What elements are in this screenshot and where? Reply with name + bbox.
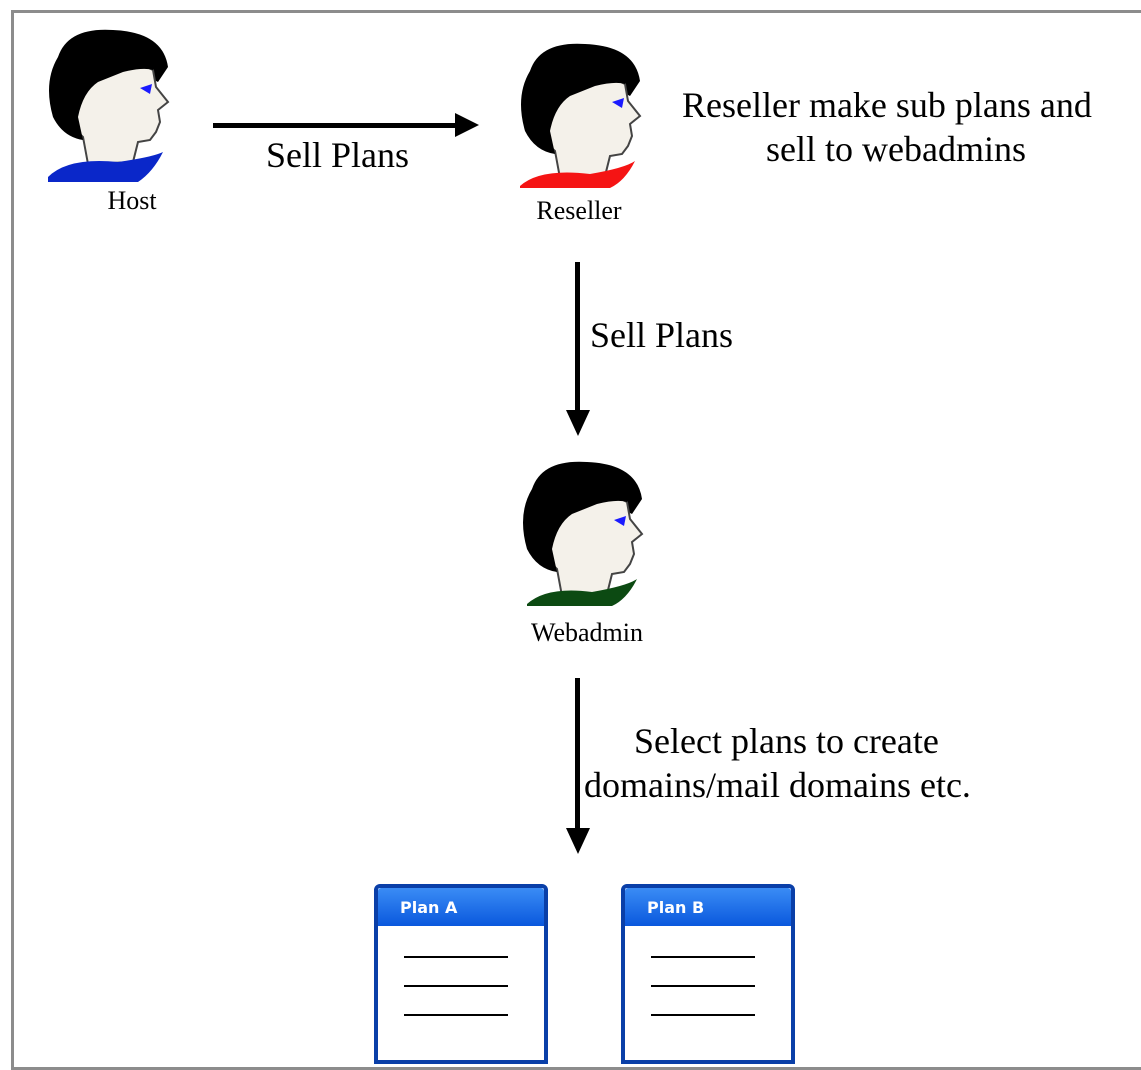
arrowhead-right-icon [455, 113, 479, 137]
host-label: Host [107, 186, 157, 215]
arrow-webadmin-to-plans [575, 678, 580, 830]
plan-b-line [651, 956, 755, 958]
reseller-label: Reseller [536, 196, 622, 225]
host-person-icon [48, 29, 170, 182]
plan-b-line [651, 1014, 755, 1016]
plan-a-line [404, 1014, 508, 1016]
arrow-host-to-reseller [213, 123, 461, 128]
webadmin-person-icon [523, 461, 644, 606]
arrow-label-webadmin-line1: Select plans to create [634, 721, 939, 761]
arrowhead-down-icon [566, 828, 590, 854]
webadmin-label: Webadmin [531, 618, 643, 647]
arrow-label-webadmin-line2: domains/mail domains etc. [584, 765, 971, 805]
reseller-note-line1: Reseller make sub plans and [682, 85, 1092, 125]
reseller-person-icon [520, 43, 642, 188]
plan-a-window: Plan A [374, 884, 548, 1064]
plan-a-line [404, 956, 508, 958]
arrow-label-host-to-reseller: Sell Plans [266, 135, 410, 175]
plan-b-line [651, 985, 755, 987]
reseller-note-line2: sell to webadmins [766, 129, 1026, 169]
plan-a-line [404, 985, 508, 987]
plan-b-title: Plan B [625, 888, 791, 926]
plan-b-window: Plan B [621, 884, 795, 1064]
arrow-reseller-to-webadmin [575, 262, 580, 412]
arrow-label-reseller-to-webadmin: Sell Plans [590, 315, 734, 355]
plan-a-title: Plan A [378, 888, 544, 926]
arrowhead-down-icon [566, 410, 590, 436]
